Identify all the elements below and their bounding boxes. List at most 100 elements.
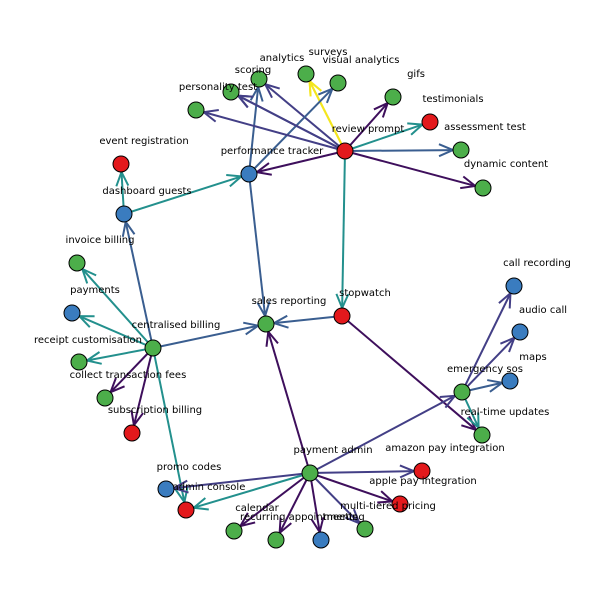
label-maps: maps (519, 352, 546, 363)
edge-review-prompt-to-gifs (344, 102, 389, 152)
edge-centralised-billing-to-payments (78, 315, 154, 349)
label-promo-codes: promo codes (157, 462, 222, 473)
label-testimonials: testimonials (422, 94, 483, 105)
edge-centralised-billing-to-dashboard-guests (124, 221, 154, 349)
label-visual-analytics: visual analytics (322, 55, 399, 66)
edge-payment-admin-to-amazon-pay-integration (309, 470, 415, 474)
label-centralised-billing: centralised billing (132, 320, 221, 331)
node-payments (63, 304, 81, 322)
edge-payment-admin-to-admin-console (193, 472, 311, 509)
node-centralised-billing (144, 339, 162, 357)
node-performance-tracker (240, 165, 258, 183)
edge-centralised-billing-to-receipt-customisation (86, 347, 154, 362)
edge-review-prompt-to-stopwatch (341, 150, 346, 309)
edge-payment-admin-to-multi-tiered-pricing (309, 472, 361, 524)
node-dynamic-content (474, 179, 492, 197)
node-event-registration (112, 155, 130, 173)
node-recurring-appointments (267, 531, 285, 549)
node-assessment-test (452, 141, 470, 159)
edge-review-prompt-to-left-green (203, 111, 346, 152)
node-emergency-sos (453, 383, 471, 401)
label-review-prompt: review prompt (332, 124, 405, 135)
label-sales-reporting: sales reporting (252, 296, 327, 307)
label-payment-admin: payment admin (293, 445, 372, 456)
node-receipt-customisation (70, 353, 88, 371)
edge-payment-admin-to-apple-pay-integration (309, 472, 393, 503)
edge-review-prompt-to-testimonials (344, 123, 423, 152)
label-personality-test: personality test (179, 82, 257, 93)
node-collect-transaction-fees (96, 389, 114, 407)
node-real-time-updates (473, 426, 491, 444)
node-gifs (384, 88, 402, 106)
label-call-recording: call recording (503, 258, 571, 269)
node-subscription-billing (123, 424, 141, 442)
edge-emergency-sos-to-audio-call (461, 337, 516, 393)
edge-review-prompt-to-performance-tracker (256, 150, 346, 174)
edge-centralised-billing-to-sales-reporting (152, 324, 259, 349)
node-personality-test (222, 83, 240, 101)
edge-performance-tracker-to-sales-reporting (248, 173, 267, 317)
edge-payment-admin-to-calendar (239, 472, 311, 527)
label-amazon-pay-integration: amazon pay integration (385, 443, 504, 454)
edge-payment-admin-to-recurring-appointments (278, 472, 311, 534)
node-admin-console (177, 501, 195, 519)
label-multi-tiered-pricing: multi-tiered pricing (340, 501, 436, 512)
edge-centralised-billing-to-invoice-billing (81, 268, 154, 349)
node-invoice-billing (68, 254, 86, 272)
label-stopwatch: stopwatch (339, 288, 391, 299)
label-payments: payments (70, 285, 120, 296)
label-subscription-billing: subscription billing (108, 405, 202, 416)
edge-dashboard-guests-to-performance-tracker (123, 175, 242, 215)
node-personality-test-2 (187, 101, 205, 119)
edges-layer (77, 78, 517, 536)
node-review-prompt (336, 142, 354, 160)
edge-stopwatch-to-sales-reporting (273, 315, 343, 325)
node-payment-admin (301, 464, 319, 482)
node-analytics (297, 65, 315, 83)
edge-payment-admin-to-meeting (309, 472, 321, 533)
label-dashboard-guests: dashboard guests (102, 186, 191, 197)
node-scoring (250, 70, 268, 88)
node-stopwatch (333, 307, 351, 325)
edge-payment-admin-to-emergency-sos (309, 394, 456, 474)
label-dynamic-content: dynamic content (464, 159, 548, 170)
node-testimonials (421, 113, 439, 131)
node-call-recording (505, 277, 523, 295)
edge-review-prompt-to-analytics (308, 80, 346, 152)
label-performance-tracker: performance tracker (221, 146, 324, 157)
node-sales-reporting (257, 315, 275, 333)
label-assessment-test: assessment test (444, 122, 526, 133)
node-amazon-pay-integration (413, 462, 431, 480)
node-multi-tiered-pricing (356, 520, 374, 538)
edge-review-prompt-to-assessment-test (344, 149, 454, 152)
label-surveys: surveys (309, 47, 348, 58)
edge-review-prompt-to-dynamic-content (344, 150, 476, 187)
label-real-time-updates: real-time updates (461, 407, 550, 418)
node-calendar (225, 522, 243, 540)
label-emergency-sos: emergency sos (447, 364, 523, 375)
edge-payment-admin-to-promo-codes (173, 472, 311, 490)
label-admin-console: admin console (173, 482, 246, 493)
label-collect-transaction-fees: collect transaction fees (70, 370, 187, 381)
label-meeting: meeting (323, 512, 364, 523)
label-event-registration: event registration (99, 136, 188, 147)
label-analytics: analytics (260, 53, 305, 64)
edge-centralised-billing-to-collect-transaction-fees (109, 347, 154, 393)
node-dashboard-guests (115, 205, 133, 223)
node-promo-codes (157, 480, 175, 498)
label-audio-call: audio call (519, 305, 567, 316)
node-apple-pay-integration (391, 495, 409, 513)
node-audio-call (511, 323, 529, 341)
label-apple-pay-integration: apple pay integration (369, 476, 476, 487)
label-calendar: calendar (235, 503, 279, 514)
edge-emergency-sos-to-call-recording (461, 292, 512, 393)
label-invoice-billing: invoice billing (66, 235, 135, 246)
node-meeting (312, 531, 330, 549)
node-maps (501, 372, 519, 390)
nodes-layer (63, 65, 529, 549)
edge-centralised-billing-to-admin-console (152, 347, 186, 503)
label-scoring: scoring (235, 65, 271, 76)
